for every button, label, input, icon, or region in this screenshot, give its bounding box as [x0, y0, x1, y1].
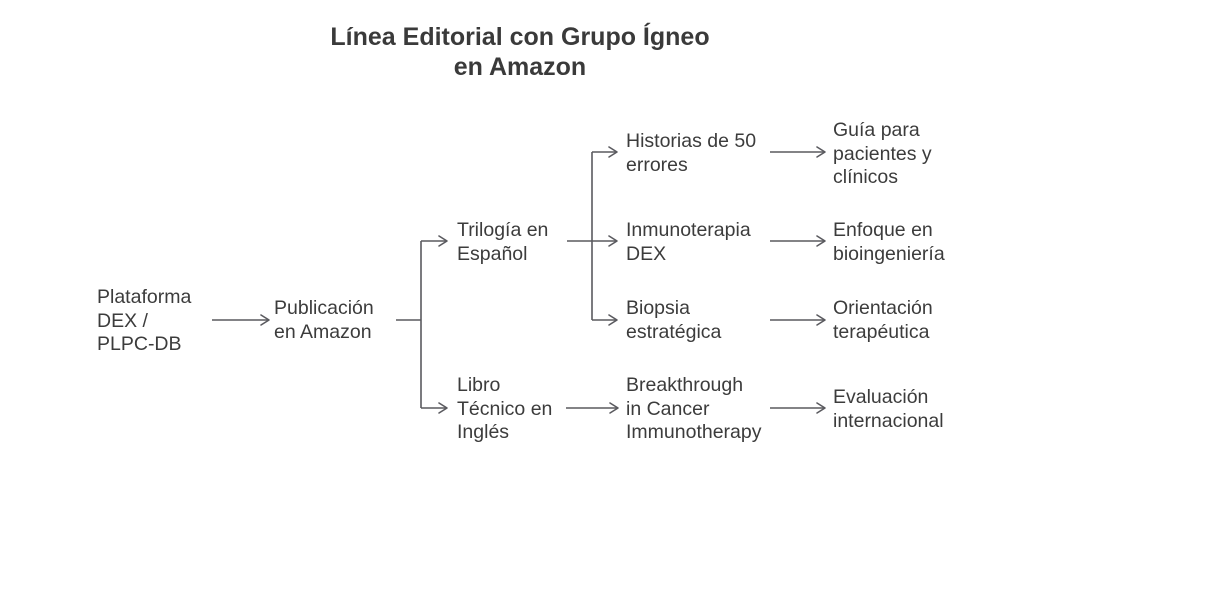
node-trilogy[interactable]: Trilogía en Español	[457, 219, 549, 265]
node-biopsy[interactable]: Biopsia estratégica	[626, 297, 722, 343]
node-breakthrough[interactable]: Breakthrough in Cancer Immunotherapy	[626, 374, 762, 443]
edge-platform-to-publication	[212, 314, 270, 326]
node-therapeutic[interactable]: Orientación terapéutica	[833, 297, 933, 343]
node-bioengineering[interactable]: Enfoque en bioingeniería	[833, 219, 945, 265]
node-immunotherapy[interactable]: Inmunoterapia DEX	[626, 219, 751, 265]
edge-biopsy-to-therapeutic	[770, 314, 826, 326]
node-technical-book[interactable]: Libro Técnico en Inglés	[457, 374, 553, 443]
edge-technicalbook-to-breakthrough	[566, 402, 619, 414]
edge-immunotherapy-to-bioengineering	[770, 235, 826, 247]
node-guide[interactable]: Guía para pacientes y clínicos	[833, 119, 932, 188]
page-title: Línea Editorial con Grupo Ígneo en Amazo…	[330, 23, 710, 81]
node-platform[interactable]: Plataforma DEX / PLPC-DB	[97, 286, 192, 355]
edge-breakthrough-to-evaluation	[770, 402, 826, 414]
node-publication[interactable]: Publicación en Amazon	[274, 297, 374, 343]
edge-errors-to-guide	[770, 146, 826, 158]
edge-trilogy-branch	[567, 146, 618, 326]
node-evaluation[interactable]: Evaluación internacional	[833, 386, 944, 432]
node-fifty-errors[interactable]: Historias de 50 errores	[626, 130, 757, 176]
edge-publication-branch	[396, 235, 448, 414]
